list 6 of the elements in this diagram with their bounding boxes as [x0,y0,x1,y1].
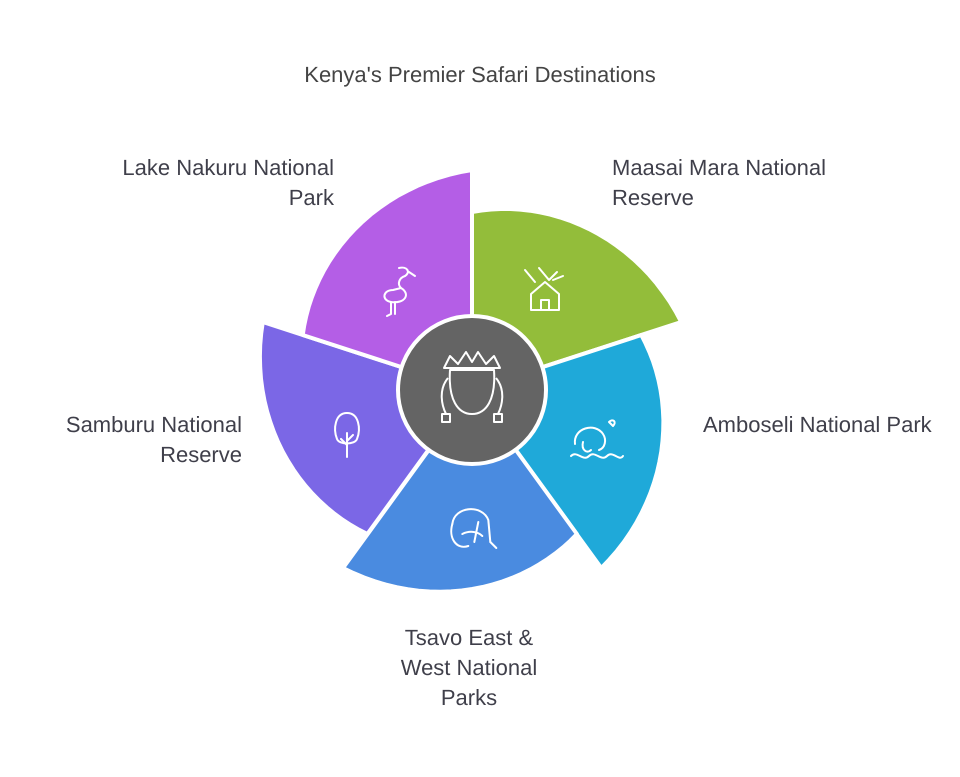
destination-label: Amboseli National Park [703,410,933,439]
destination-label: Samburu National Reserve [64,410,242,469]
destination-label: Maasai Mara National Reserve [612,154,827,212]
destination-label: Lake Nakuru National Park [121,154,334,212]
destination-label: Tsavo East & West National Parks [400,624,538,712]
diagram-title: Kenya's Premier Safari Destinations [303,62,657,88]
